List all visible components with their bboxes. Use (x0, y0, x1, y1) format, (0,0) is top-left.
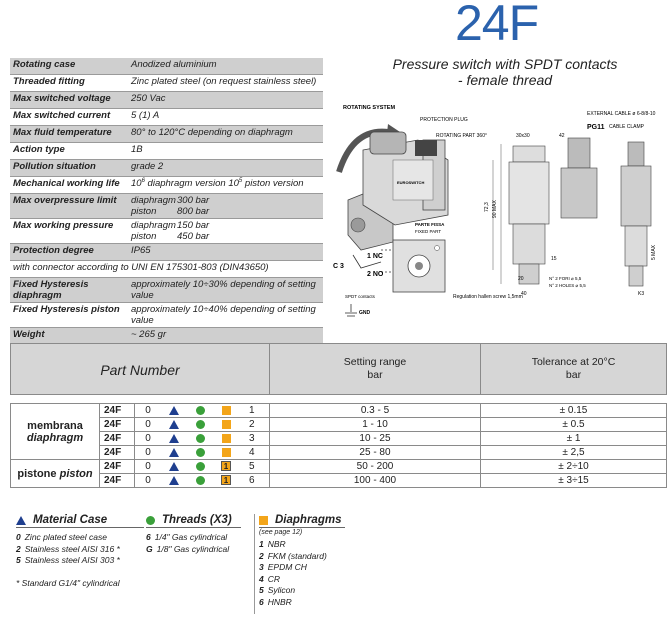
label-parte-fissa: PARTE FISSA (415, 222, 445, 227)
label-no: 2 NO (367, 271, 384, 278)
circle-icon (195, 461, 205, 471)
label-dim-30x30: 30x30 (516, 133, 530, 139)
square-one-icon: 1 (221, 475, 231, 486)
technical-drawing: ROTATING SYSTEM PROTECTION PLUG ROTATING… (333, 105, 657, 317)
page-title: 24F (455, 0, 539, 51)
label-c3: C 3 (333, 263, 344, 270)
circle-icon (146, 515, 155, 525)
label-dim-72: 72,3 (484, 202, 490, 212)
circle-icon (195, 433, 205, 443)
page-subtitle: Pressure switch with SPDT contacts - fem… (392, 56, 618, 88)
circle-icon (195, 475, 205, 485)
part-number-heading: Part Number (100, 362, 180, 378)
spec-row: Weight~ 265 gr (10, 327, 323, 345)
circle-icon (195, 419, 205, 429)
triangle-icon (169, 475, 179, 485)
triangle-icon (16, 515, 26, 525)
label-nc: 1 NC (367, 253, 383, 260)
label-dim-42: 42 (559, 133, 565, 139)
label-rotating-system: ROTATING SYSTEM (343, 105, 395, 111)
label-dim-20: 20 (518, 276, 524, 282)
contact-schematic: 1 NC 2 NO C 3 SPDT contacts GND (333, 249, 397, 317)
circle-icon (195, 405, 205, 415)
label-fixed-part: FIXED PART (415, 229, 441, 234)
switch-3d-view: EUROSWITCH (347, 131, 449, 251)
triangle-icon (169, 419, 179, 429)
label-cable-clamp: CABLE CLAMP (609, 124, 645, 130)
label-gnd: GND (359, 310, 371, 316)
square-icon (221, 447, 231, 457)
label-dim-90max: 90 MAX (492, 200, 498, 218)
group-piston: pistone piston (10, 459, 100, 488)
label-rotating-part: ROTATING PART 360° (436, 133, 487, 139)
label-dim-5max: 5 MAX (651, 244, 657, 260)
spec-row: Mechanical working life 106 diaphragm ve… (10, 176, 323, 194)
triangle-icon (169, 461, 179, 471)
circle-icon (195, 447, 205, 457)
square-icon (221, 433, 231, 443)
label-dim-k3: K3 (638, 291, 644, 297)
label-regulation: Regulation hallen screw 1,5mm (453, 294, 523, 300)
label-dim-15: 15 (551, 256, 557, 262)
square-icon (259, 515, 268, 525)
label-brand: EUROSWITCH (397, 180, 424, 185)
square-one-icon: 1 (221, 461, 231, 472)
fixed-part-view: PARTE FISSA FIXED PART Regulation hallen… (392, 222, 523, 300)
table-row: 24F 0 4 25 - 80 ± 2,5 (11, 445, 667, 460)
label-external-cable: EXTERNAL CABLE ø 6-8/8-10 (587, 111, 656, 117)
label-dim-40: 40 (521, 291, 527, 297)
triangle-icon (169, 447, 179, 457)
table-row: 24F 0 1 6 100 - 400 ± 3÷15 (11, 473, 667, 488)
switch-side-view: 5 MAX K3 (620, 141, 657, 297)
spec-row: with connector according to UNI EN 17530… (10, 260, 323, 278)
label-protection-plug: PROTECTION PLUG (420, 117, 468, 123)
table-row: 24F 0 2 1 - 10 ± 0.5 (11, 417, 667, 432)
triangle-icon (169, 405, 179, 415)
label-holes: N° 2 HOLES ⌀ 5,5 (549, 283, 586, 288)
label-spdt: SPDT contacts (345, 294, 376, 299)
table-row: pistone piston 24F 0 1 5 50 - 200 ± 2÷10 (10, 459, 667, 488)
square-icon (221, 405, 231, 415)
label-fori: N° 2 FORI ⌀ 5,5 (549, 276, 582, 281)
switch-front-view: 90 MAX 72,3 15 20 40 N° 2 FORI ⌀ 5,5 N° … (484, 137, 598, 297)
triangle-icon (169, 433, 179, 443)
table-row: 24F 0 3 10 - 25 ± 1 (11, 431, 667, 446)
label-pg11: PG11 (587, 124, 605, 131)
square-icon (221, 419, 231, 429)
